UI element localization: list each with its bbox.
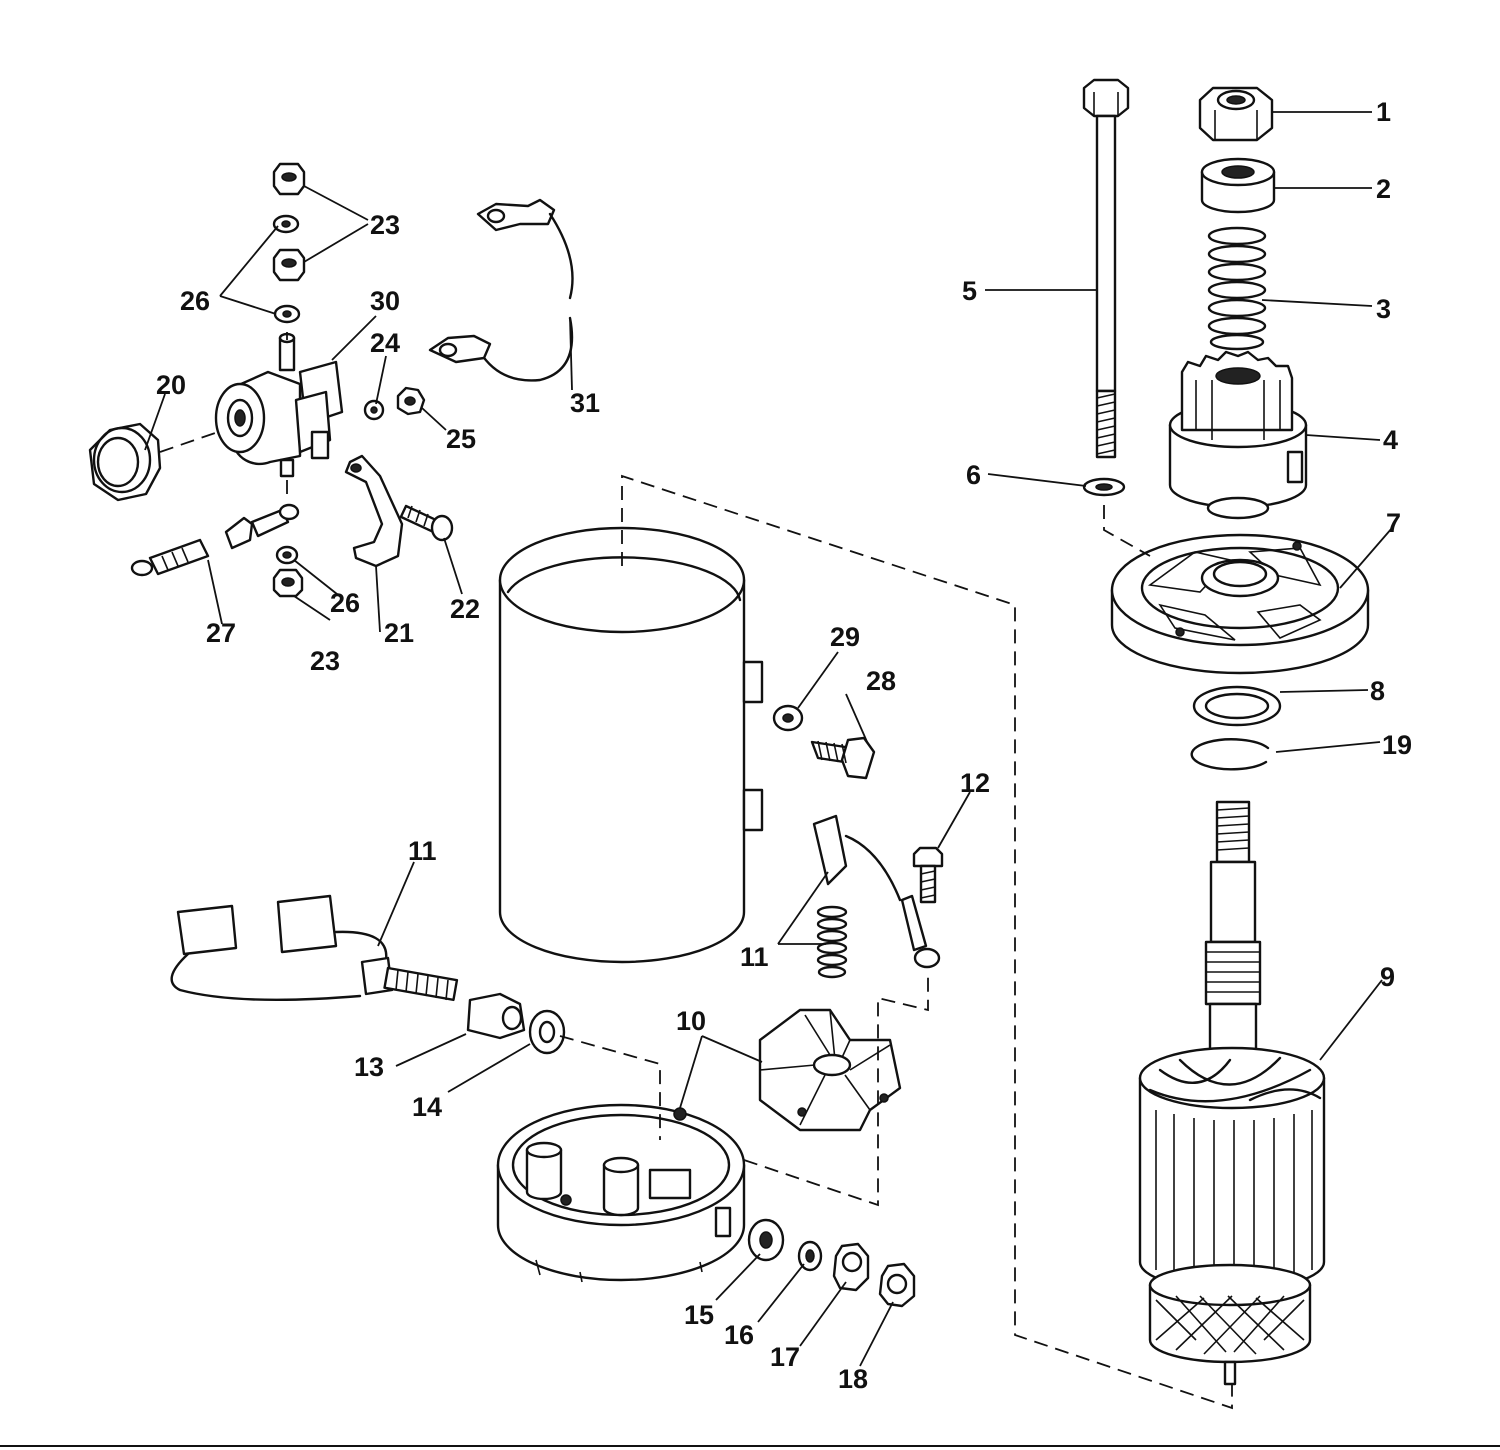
part-12-screw	[912, 846, 944, 904]
part-18-nut	[878, 1262, 916, 1308]
callout-13: 13	[354, 1052, 384, 1082]
assembly-dashed-lines	[159, 332, 1233, 1410]
part-11-brush-center	[812, 814, 941, 979]
callout-21: 21	[384, 618, 414, 648]
part-22-screw	[399, 504, 454, 542]
part-23-nut-middle	[272, 248, 306, 282]
callout-19: 19	[1382, 730, 1412, 760]
part-25-nut	[396, 386, 426, 416]
part-15-washer	[747, 1218, 785, 1262]
part-29-washer	[772, 704, 804, 732]
part-30-solenoid	[214, 332, 344, 478]
callout-14: 14	[412, 1092, 442, 1122]
field-frame-housing	[498, 526, 764, 964]
commutator-end-frame	[496, 1103, 746, 1283]
callout-7: 7	[1386, 508, 1401, 538]
part-26-washer-top	[272, 214, 300, 234]
callout-18: 18	[838, 1364, 868, 1394]
callout-numbers: 1 2 3 4 5 6 7 8 19 9 10 11 11 12 13 14 1…	[156, 97, 1412, 1394]
part-21-strap	[344, 454, 404, 568]
callout-3: 3	[1376, 294, 1391, 324]
part-13-terminal-block	[466, 992, 526, 1040]
callout-11-center: 11	[740, 942, 769, 972]
part-20-boot	[88, 422, 162, 502]
callout-23-top: 23	[370, 210, 400, 240]
part-23-nut-lower	[272, 568, 304, 598]
callout-9: 9	[1380, 962, 1395, 992]
part-19-retaining-ring	[1190, 738, 1270, 771]
part-9-armature	[1138, 800, 1326, 1386]
callout-23-bottom: 23	[310, 646, 340, 676]
part-27-terminal-stud	[130, 503, 300, 577]
callout-17: 17	[770, 1342, 800, 1372]
callout-5: 5	[962, 276, 977, 306]
callout-8: 8	[1370, 676, 1385, 706]
part-1-hex-nut	[1198, 86, 1274, 142]
callout-28: 28	[866, 666, 896, 696]
callout-2: 2	[1376, 174, 1391, 204]
callout-16: 16	[724, 1320, 754, 1350]
callout-29: 29	[830, 622, 860, 652]
callout-31: 31	[570, 388, 600, 418]
callout-26-top: 26	[180, 286, 210, 316]
part-7-drive-end-cap	[1110, 533, 1370, 675]
part-17-nut	[832, 1242, 870, 1292]
part-31-cable	[428, 198, 574, 382]
part-5-through-bolt	[1082, 78, 1130, 459]
callout-10: 10	[676, 1006, 706, 1036]
part-10-brush-holder	[758, 1008, 902, 1132]
part-8-thrust-washer	[1192, 685, 1282, 727]
callout-11-left: 11	[408, 836, 437, 866]
part-14-washer	[528, 1009, 566, 1055]
part-11-brush-set-left	[170, 894, 459, 1002]
part-24-lock-washer	[363, 399, 385, 421]
callout-22: 22	[450, 594, 480, 624]
callout-6: 6	[966, 460, 981, 490]
part-6-lock-washer	[1082, 477, 1126, 497]
part-3-spring	[1207, 226, 1267, 351]
part-26-washer-middle	[273, 304, 301, 324]
part-16-lock-washer	[797, 1240, 823, 1272]
part-23-nut-top	[272, 162, 306, 196]
callout-4: 4	[1383, 425, 1398, 455]
callout-25: 25	[446, 424, 476, 454]
callout-30: 30	[370, 286, 400, 316]
callout-12: 12	[960, 768, 990, 798]
callout-26-bottom: 26	[330, 588, 360, 618]
callout-24: 24	[370, 328, 400, 358]
part-2-spacer	[1200, 157, 1276, 214]
part-26-washer-lower	[275, 545, 299, 565]
callout-1: 1	[1376, 97, 1391, 127]
part-28-bolt	[810, 736, 876, 780]
callout-15: 15	[684, 1300, 714, 1330]
callout-20: 20	[156, 370, 186, 400]
callout-leader-lines	[144, 111, 1393, 1367]
part-4-drive-pinion	[1168, 350, 1308, 520]
callout-27: 27	[206, 618, 236, 648]
